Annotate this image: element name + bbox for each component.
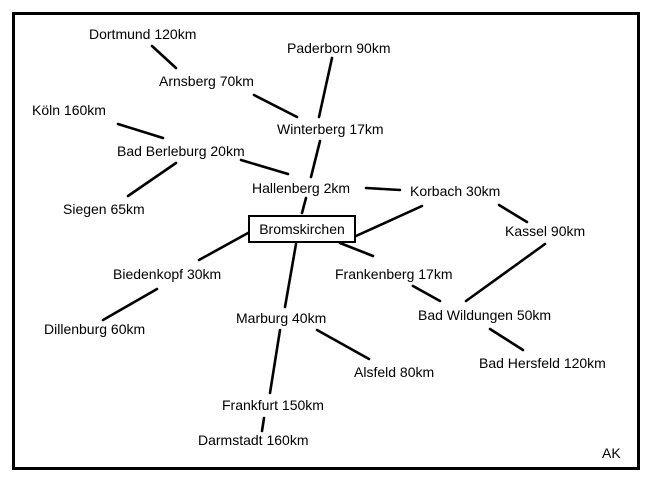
place-marburg: Marburg 40km [236,310,326,326]
line-winterberg-hallenberg [309,139,322,179]
line-bad-berleburg-hallenberg [239,158,290,176]
place-bad-hersfeld: Bad Hersfeld 120km [479,355,606,371]
line-arnsberg-winterberg [252,93,299,119]
line-marburg-alsfeld [315,328,371,361]
place-frankenberg: Frankenberg 17km [335,266,453,282]
center-town-box [248,215,356,243]
place-koeln: Köln 160km [32,102,106,118]
line-frankenberg-bad-wildungen [411,284,442,303]
place-frankfurt: Frankfurt 150km [222,397,324,413]
line-paderborn-winterberg [317,56,334,119]
place-darmstadt: Darmstadt 160km [198,432,308,448]
place-alsfeld: Alsfeld 80km [354,364,434,380]
line-korbach-bromskirchen [354,204,424,238]
line-hallenberg-korbach [364,186,402,192]
line-hallenberg-bromskirchen [300,196,308,215]
center-town: Bromskirchen [248,215,356,243]
line-dortmund-arnsberg [150,44,178,70]
line-bromskirchen-biedenkopf [197,231,250,262]
line-koeln-bad-berleburg [116,122,165,140]
place-biedenkopf: Biedenkopf 30km [113,266,221,282]
place-dortmund: Dortmund 120km [89,26,196,42]
line-kassel-bad-wildungen [464,242,547,303]
place-bad-wildungen: Bad Wildungen 50km [418,307,551,323]
place-winterberg: Winterberg 17km [277,121,384,137]
line-korbach-kassel [497,203,529,224]
line-bad-wildungen-bad-hersfeld [488,327,525,352]
line-bromskirchen-marburg [283,242,298,309]
place-arnsberg: Arnsberg 70km [159,73,254,89]
place-bad-berleburg: Bad Berleburg 20km [117,143,245,159]
place-paderborn: Paderborn 90km [287,40,391,56]
signature-initials: AK [602,445,621,461]
place-hallenberg: Hallenberg 2km [252,180,350,196]
line-marburg-frankfurt [268,328,282,395]
place-kassel: Kassel 90km [505,223,585,239]
center-town-label: Bromskirchen [259,221,345,237]
line-bromskirchen-frankenberg [338,241,375,258]
place-labels: Dortmund 120km Paderborn 90km Arnsberg 7… [32,26,606,448]
place-korbach: Korbach 30km [410,183,500,199]
connectors [101,44,547,433]
line-biedenkopf-dillenburg [101,287,159,322]
line-frankfurt-darmstadt [260,416,266,433]
place-siegen: Siegen 65km [63,201,145,217]
place-dillenburg: Dillenburg 60km [44,321,145,337]
line-bad-berleburg-siegen [126,161,178,198]
